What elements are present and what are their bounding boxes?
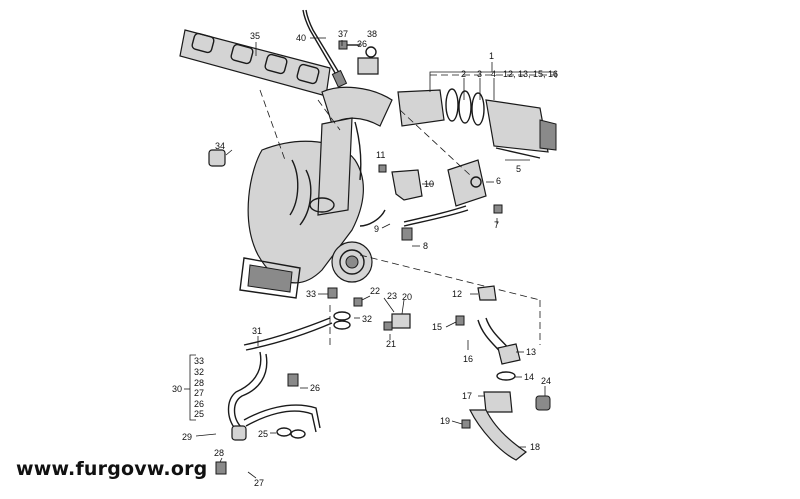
callout-2: 2 [461,69,466,79]
callout-33: 33 [306,289,316,299]
group30-item-6: 25 [194,409,204,419]
callout-19: 19 [440,416,450,426]
callout-29: 29 [182,432,192,442]
bracket-oil-line [401,159,503,241]
callout-8: 8 [423,241,428,251]
callout-20: 20 [402,292,412,302]
callout-21: 21 [386,339,396,349]
callout-labels: 1 2 3 4 12, 13, 15, 16 5 6 7 8 9 10 11 1… [172,29,558,488]
callout-24: 24 [541,376,551,386]
callout-28: 28 [214,448,224,458]
group30-item-5: 26 [194,399,204,409]
callout-9: 9 [374,224,379,234]
callout-40: 40 [296,33,306,43]
coolant-lines [215,287,411,475]
callout-17: 17 [462,391,472,401]
plug-34 [208,149,226,167]
callout-15: 15 [432,322,442,332]
assembly-lines [259,74,555,345]
group30-item-3: 28 [194,378,204,388]
callout-12: 12 [452,289,462,299]
callout-22: 22 [370,286,380,296]
callout-27: 27 [254,478,264,488]
group30-item-1: 33 [194,356,204,366]
callout-7: 7 [494,220,499,230]
callout-14: 14 [524,372,534,382]
callout-31: 31 [252,326,262,336]
callout-6: 6 [496,176,501,186]
outlet-pipe [397,88,557,159]
callout-30: 30 [172,384,182,394]
group30-item-4: 27 [194,388,204,398]
callout-10: 10 [424,179,434,189]
callout-4: 4 [491,69,496,79]
callout-18: 18 [530,442,540,452]
callout-36: 36 [357,39,367,49]
callout-34: 34 [215,141,225,151]
callout-25: 25 [258,429,268,439]
callout-32: 32 [362,314,372,324]
group30-item-2: 32 [194,367,204,377]
callout-13: 13 [526,347,536,357]
callout-1: 1 [489,51,494,61]
callout-5: 5 [516,164,521,174]
callout-37: 37 [338,29,348,39]
callout-16: 16 [463,354,473,364]
site-watermark: www.furgovw.org [16,458,208,480]
callout-3: 3 [477,69,482,79]
leader-lines [184,37,557,479]
callout-23: 23 [387,291,397,301]
turbocharger [239,86,393,299]
callout-26: 26 [310,383,320,393]
heat-shield [378,164,423,201]
callout-38: 38 [367,29,377,39]
callout-1-parts: 12, 13, 15, 16 [503,69,558,79]
callout-11: 11 [376,150,385,160]
sensor-probe [302,9,348,88]
manifold-gasket [179,29,331,97]
bolt-group-top [338,40,379,75]
callout-35: 35 [250,31,260,41]
oil-return-line [455,285,551,461]
